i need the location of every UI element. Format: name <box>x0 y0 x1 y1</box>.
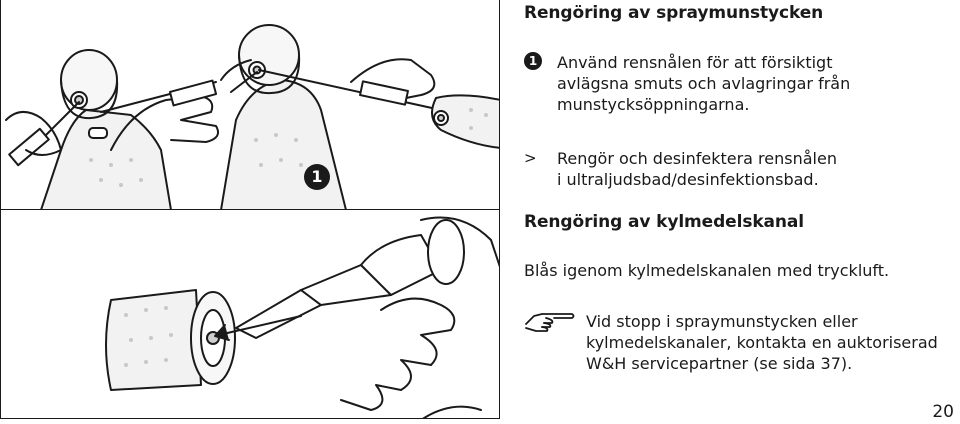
figure-step-badge: 1 <box>304 164 330 190</box>
pointing-hand-icon <box>525 313 575 332</box>
coolant-channel-cleaning-illustration <box>0 209 500 419</box>
cleaning-needle-drawing <box>5 24 499 209</box>
step-number-badge: 1 <box>524 52 542 70</box>
service-note-text: Vid stopp i spraymunstycken eller kylmed… <box>586 311 938 374</box>
air-blow-drawing <box>105 216 499 418</box>
coolant-instruction: Blås igenom kylmedelskanalen med trycklu… <box>524 261 890 280</box>
step-2-line: Rengör och desinfektera rensnålen <box>557 149 837 168</box>
service-note-line: kylmedelskanaler, kontakta en auktoriser… <box>586 333 938 352</box>
spray-nozzle-cleaning-illustration: 1 <box>0 0 500 210</box>
step-1-line: avlägsna smuts och avlagringar från <box>557 74 851 93</box>
service-note-line: W&H servicepartner (se sida 37). <box>586 354 853 373</box>
step-1-line: munstycksöppningarna. <box>557 95 750 114</box>
step-2-text: Rengör och desinfektera rensnålen i ultr… <box>557 148 837 190</box>
section-title-spray-nozzles: Rengöring av spraymunstycken <box>524 3 824 23</box>
step-arrow-marker: > <box>524 149 537 167</box>
step-2-line: i ultraljudsbad/desinfektionsbad. <box>557 170 819 189</box>
step-1-text: Använd rensnålen för att försiktigt avlä… <box>557 52 850 115</box>
service-note-line: Vid stopp i spraymunstycken eller <box>586 312 858 331</box>
section-title-coolant-channel: Rengöring av kylmedelskanal <box>524 212 805 232</box>
step-1-line: Använd rensnålen för att försiktigt <box>557 53 833 72</box>
page-number: 20 <box>932 402 954 422</box>
